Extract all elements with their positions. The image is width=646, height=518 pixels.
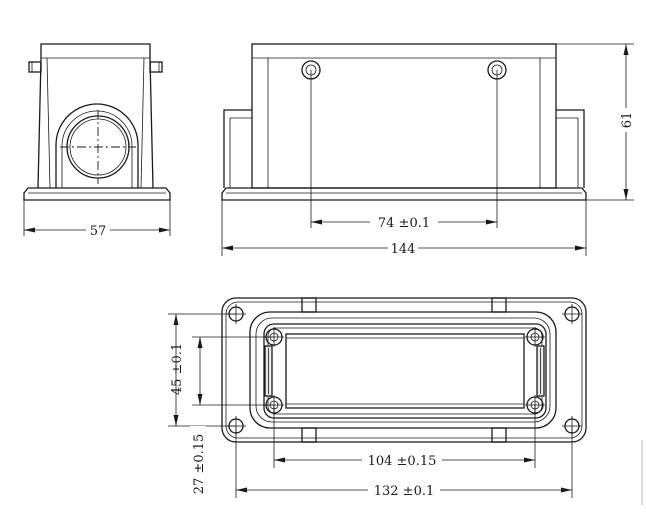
- dim-45: 45 ±0.1: [170, 343, 185, 395]
- top-view: 104 ±0.15 132 ±0.1 45 ±0.1 27 ±0.15: [168, 297, 587, 502]
- dim-74: 74 ±0.1: [378, 216, 430, 231]
- dim-61: 61: [620, 112, 635, 129]
- dim-27: 27 ±0.15: [192, 434, 207, 495]
- dim-57: 57: [90, 224, 107, 239]
- dim-144: 144: [391, 242, 416, 257]
- front-view: 74 ±0.1 144 61: [221, 43, 635, 257]
- dim-104: 104 ±0.15: [368, 454, 437, 469]
- dim-132: 132 ±0.1: [374, 484, 435, 499]
- side-view: 57: [23, 43, 171, 239]
